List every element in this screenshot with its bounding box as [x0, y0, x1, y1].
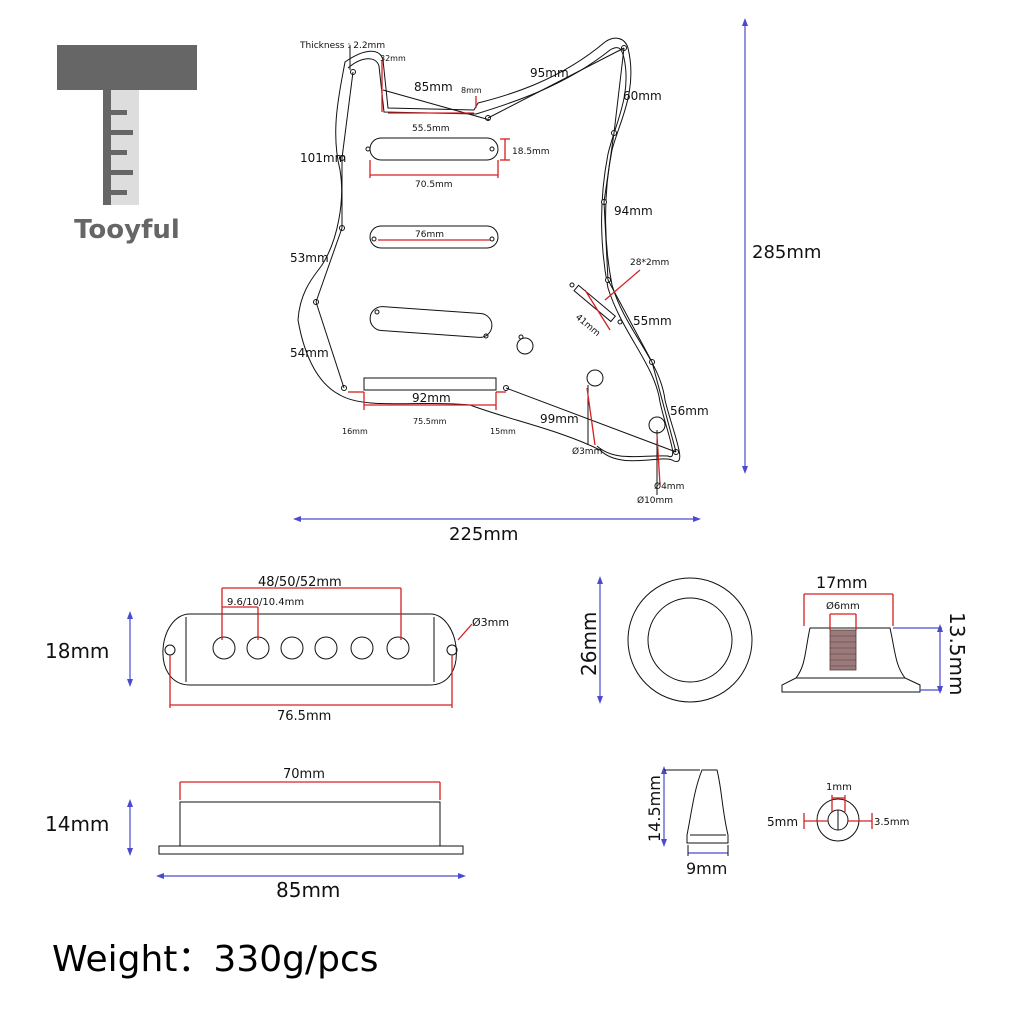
brand-name: Tooyful — [74, 215, 180, 245]
tip-width-label: 9mm — [686, 859, 727, 878]
dim-8-label: 8mm — [461, 86, 482, 95]
pickguard-outline — [297, 37, 681, 495]
dim-phi4-label: Ø4mm — [654, 481, 684, 492]
tip-outer-label: 5mm — [767, 815, 798, 829]
dim-85-label: 85mm — [414, 80, 453, 94]
dim-53-label: 53mm — [290, 251, 329, 265]
dim-phi10-label: Ø10mm — [637, 495, 673, 506]
dim-75-5-label: 75.5mm — [413, 417, 447, 426]
dim-76-label: 76mm — [415, 230, 444, 240]
height-285-label: 285mm — [752, 242, 821, 263]
dim-32-label: 32mm — [380, 54, 406, 63]
dim-95-label: 95mm — [530, 66, 569, 80]
dim-101-label: 101mm — [300, 151, 346, 165]
dim-55-5-label: 55.5mm — [412, 124, 450, 134]
dim-phi3-label: Ø3mm — [572, 446, 602, 457]
dim-92-label: 92mm — [412, 391, 451, 405]
pickup-length-label: 76.5mm — [277, 709, 331, 724]
width-225-label: 225mm — [449, 524, 518, 545]
dim-55-label: 55mm — [633, 314, 672, 328]
dim-41-label: 41mm — [573, 313, 602, 339]
tip-inner-label: 3.5mm — [874, 817, 909, 828]
pickup-base-len-label: 85mm — [276, 878, 340, 902]
ring-dia-label: 26mm — [577, 612, 601, 676]
dim-56-label: 56mm — [670, 404, 709, 418]
knob-top-label: 17mm — [816, 573, 868, 592]
pickup-top-len-label: 70mm — [283, 767, 325, 782]
dim-28x2-label: 28*2mm — [630, 258, 669, 268]
pickup-side-height-label: 14mm — [45, 812, 109, 836]
thickness-label: Thickness : 2.2mm — [299, 41, 385, 51]
pickup-spacing-label: 48/50/52mm — [258, 575, 342, 590]
pickup-height-label: 18mm — [45, 639, 109, 663]
ring-view: 26mm — [577, 576, 753, 704]
knob-shaft-label: Ø6mm — [826, 600, 860, 612]
overall-dims: 285mm 225mm — [293, 18, 821, 545]
tip-hole-label: 1mm — [826, 782, 852, 793]
knob-view — [781, 593, 943, 694]
pickup-top-view — [127, 587, 473, 708]
pickup-side-view — [127, 781, 466, 879]
pole-dia-label: 9.6/10/10.4mm — [227, 597, 304, 608]
weight-label: Weight：330g/pcs — [52, 939, 379, 980]
brand-logo: Tooyful — [57, 45, 197, 245]
pickup-hole-label: Ø3mm — [472, 616, 509, 629]
knob-height-label: 13.5mm — [945, 612, 969, 696]
dim-70-5-label: 70.5mm — [415, 180, 453, 190]
switch-tip-view: 14.5mm 9mm — [645, 766, 729, 878]
dim-16-label: 16mm — [342, 427, 368, 436]
dim-18-5-label: 18.5mm — [512, 147, 550, 157]
dim-99-label: 99mm — [540, 412, 579, 426]
dim-60-label: 60mm — [623, 89, 662, 103]
dim-15-label: 15mm — [490, 427, 516, 436]
tip-top-view: 1mm 5mm 3.5mm — [767, 782, 909, 842]
dim-94-label: 94mm — [614, 204, 653, 218]
dim-54-label: 54mm — [290, 346, 329, 360]
tip-height-label: 14.5mm — [645, 775, 664, 842]
